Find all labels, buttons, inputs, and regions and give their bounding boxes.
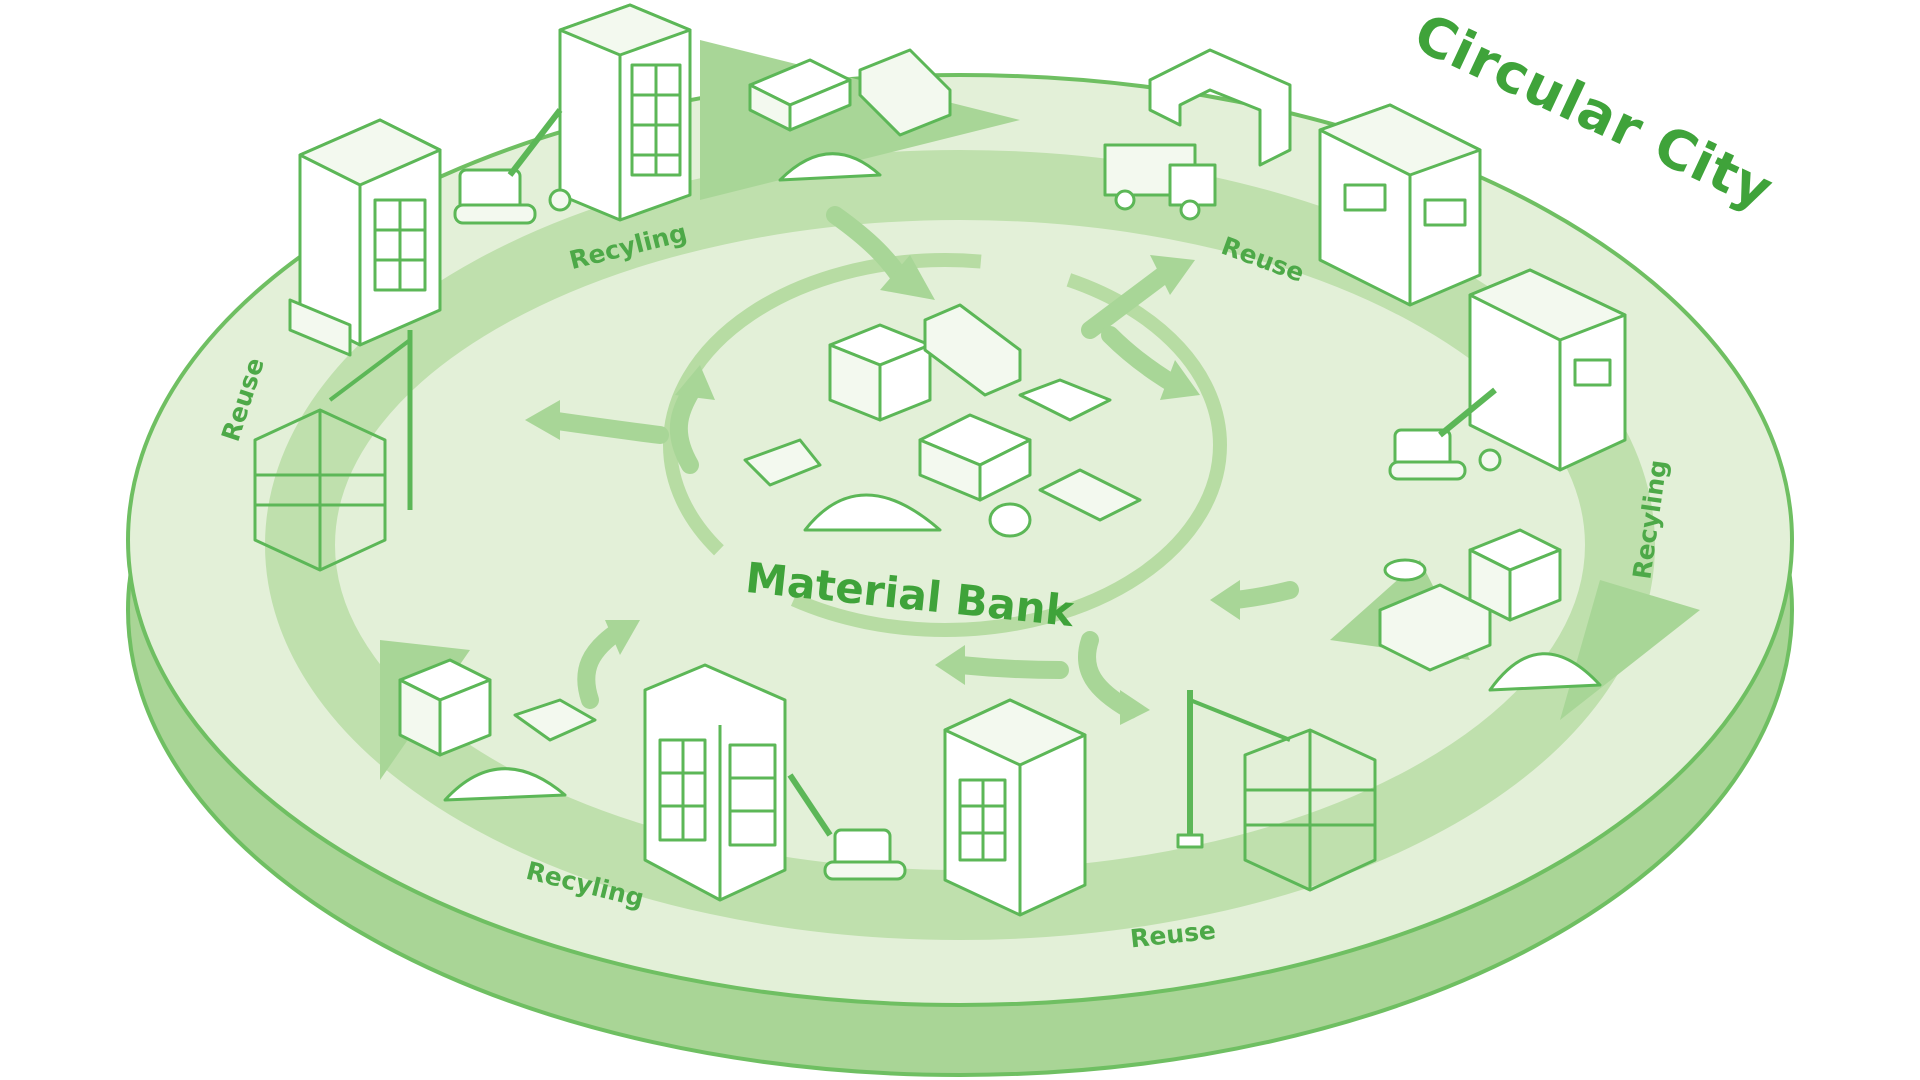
building-right-upper [1318, 103, 1482, 307]
frame-structure-left [253, 330, 413, 572]
material-stack-top [748, 48, 952, 182]
outer-cycle-ring [265, 150, 1655, 940]
building-top-right-frame [1103, 48, 1292, 221]
flow-arrowheads [525, 255, 1240, 725]
material-bank-illustration [743, 303, 1142, 538]
frame-structure-bottom-right [1176, 690, 1377, 892]
inner-cycle-ring [663, 253, 1227, 637]
material-stack-bottom-left [398, 658, 597, 802]
building-right-lower [1468, 268, 1627, 472]
excavator-bottom [787, 773, 907, 881]
building-bottom-demolished [643, 663, 787, 902]
building-bottom-center [943, 698, 1087, 917]
building-top-center [558, 3, 692, 222]
building-top-left [288, 118, 442, 357]
excavator-right [1388, 387, 1502, 481]
excavator-top [453, 108, 572, 225]
material-stack-right [1378, 528, 1602, 692]
